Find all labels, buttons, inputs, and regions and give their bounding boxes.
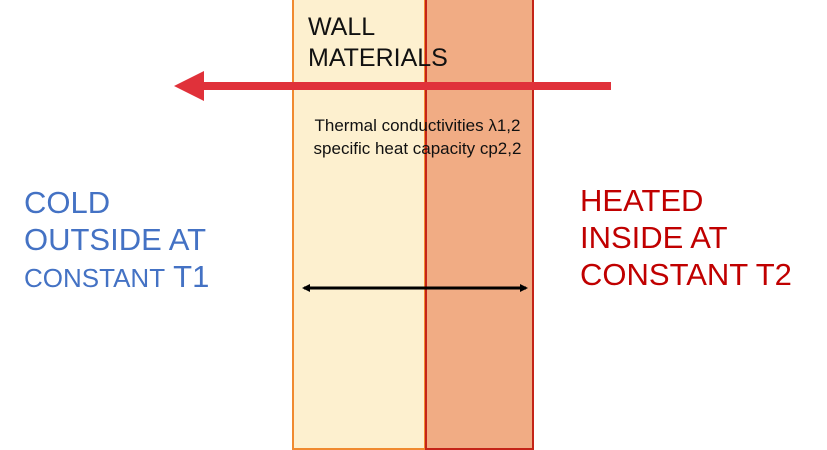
hot-line-3: CONSTANT T2 [580,257,792,292]
thermal-conductivity-text: Thermal conductivities λ1,2 [314,116,521,135]
cold-constant-word: CONSTANT [24,263,166,293]
hot-line-2: INSIDE AT [580,220,728,255]
heat-flow-arrow-head [174,71,204,101]
hot-line-1: HEATED [580,183,704,218]
cold-outside-label: COLD OUTSIDE AT CONSTANT T1 [24,184,209,297]
material-properties-label: Thermal conductivities λ1,2 specific hea… [279,114,556,160]
wall-title-line-2: MATERIALS [308,44,448,72]
wall-layer-2 [425,0,534,450]
heat-capacity-text: specific heat capacity cp2,2 [313,139,522,158]
heat-flow-arrow [174,71,611,101]
heated-inside-label: HEATED INSIDE AT CONSTANT T2 [580,182,792,293]
cold-line-3: CONSTANT T1 [24,258,209,297]
cold-temperature: T1 [173,259,210,294]
cold-line-2: OUTSIDE AT [24,222,207,257]
wall-title-line-1: WALL [308,13,376,41]
cold-line-1: COLD [24,185,111,220]
wall-materials-label: WALL MATERIALS [308,12,448,74]
